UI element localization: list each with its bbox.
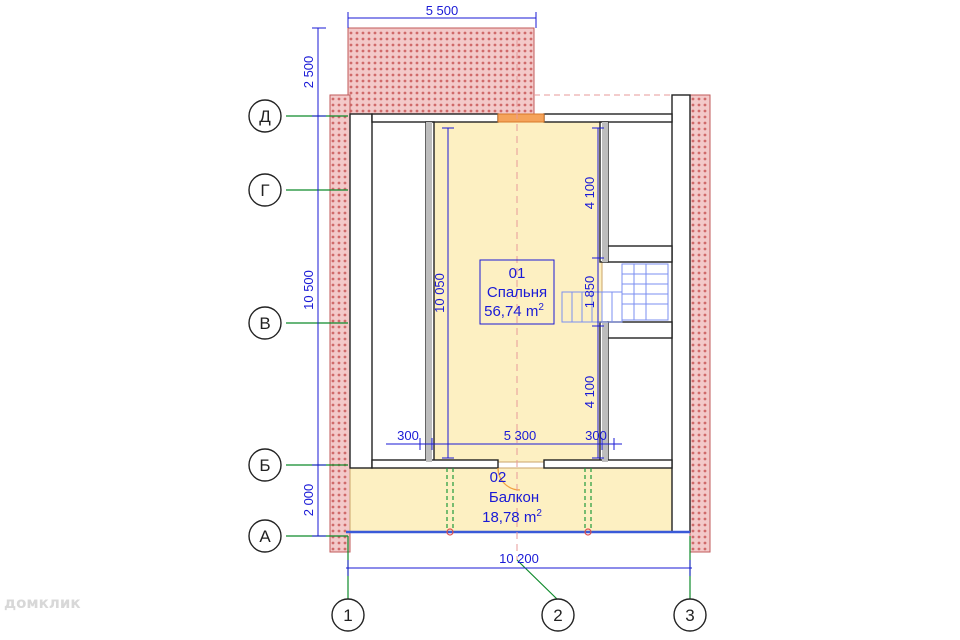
- axis-col-3: 3: [685, 606, 694, 625]
- bedroom-area: 56,74 m2: [484, 302, 544, 320]
- dim-inner-vertical: 10 050: [432, 273, 447, 313]
- brick-right-wall: [689, 94, 711, 553]
- balcony-name: Балкон: [489, 489, 539, 506]
- balcony-floor: [349, 467, 673, 533]
- window: [497, 113, 545, 123]
- column-axis-bubbles: [331, 598, 707, 632]
- balcony-number: 02: [490, 469, 507, 486]
- axis-row-v: В: [259, 314, 270, 333]
- wall-fills: [426, 122, 608, 462]
- post-marker-left: [446, 528, 454, 536]
- axis-col-2: 2: [553, 606, 562, 625]
- dim-left-main: 10 500: [301, 270, 316, 310]
- balcony-posts: [446, 468, 592, 532]
- stairs: [561, 263, 669, 323]
- bedroom-number: 01: [509, 265, 526, 282]
- axis-row-d: Д: [259, 107, 271, 126]
- post-marker-right: [584, 528, 592, 536]
- balcony-area: 18,78 m2: [482, 508, 542, 526]
- bedroom-label-box: [479, 259, 555, 325]
- brick-top-block: [347, 27, 535, 117]
- dim-inner-left: 300: [397, 428, 419, 443]
- bedroom-name: Спальня: [487, 284, 547, 301]
- dim-right-lower: 4 100: [582, 376, 597, 409]
- watermark: домклик: [4, 594, 81, 612]
- dimension-lines: [312, 12, 692, 576]
- dim-inner-center: 5 300: [504, 428, 537, 443]
- dim-bottom: 10 200: [499, 551, 539, 566]
- dim-left-bottom: 2 000: [301, 484, 316, 517]
- dim-inner-right: 300: [585, 428, 607, 443]
- axis-row-a: А: [259, 527, 271, 546]
- dim-left-top: 2 500: [301, 56, 316, 89]
- dim-top: 5 500: [426, 3, 459, 18]
- axis-row-b: Б: [259, 456, 270, 475]
- dim-right-middle: 1 850: [582, 276, 597, 309]
- axis-row-g: Г: [260, 181, 269, 200]
- row-axis-bubbles: [248, 99, 282, 553]
- axis-col-1: 1: [343, 606, 352, 625]
- dim-right-upper: 4 100: [582, 177, 597, 210]
